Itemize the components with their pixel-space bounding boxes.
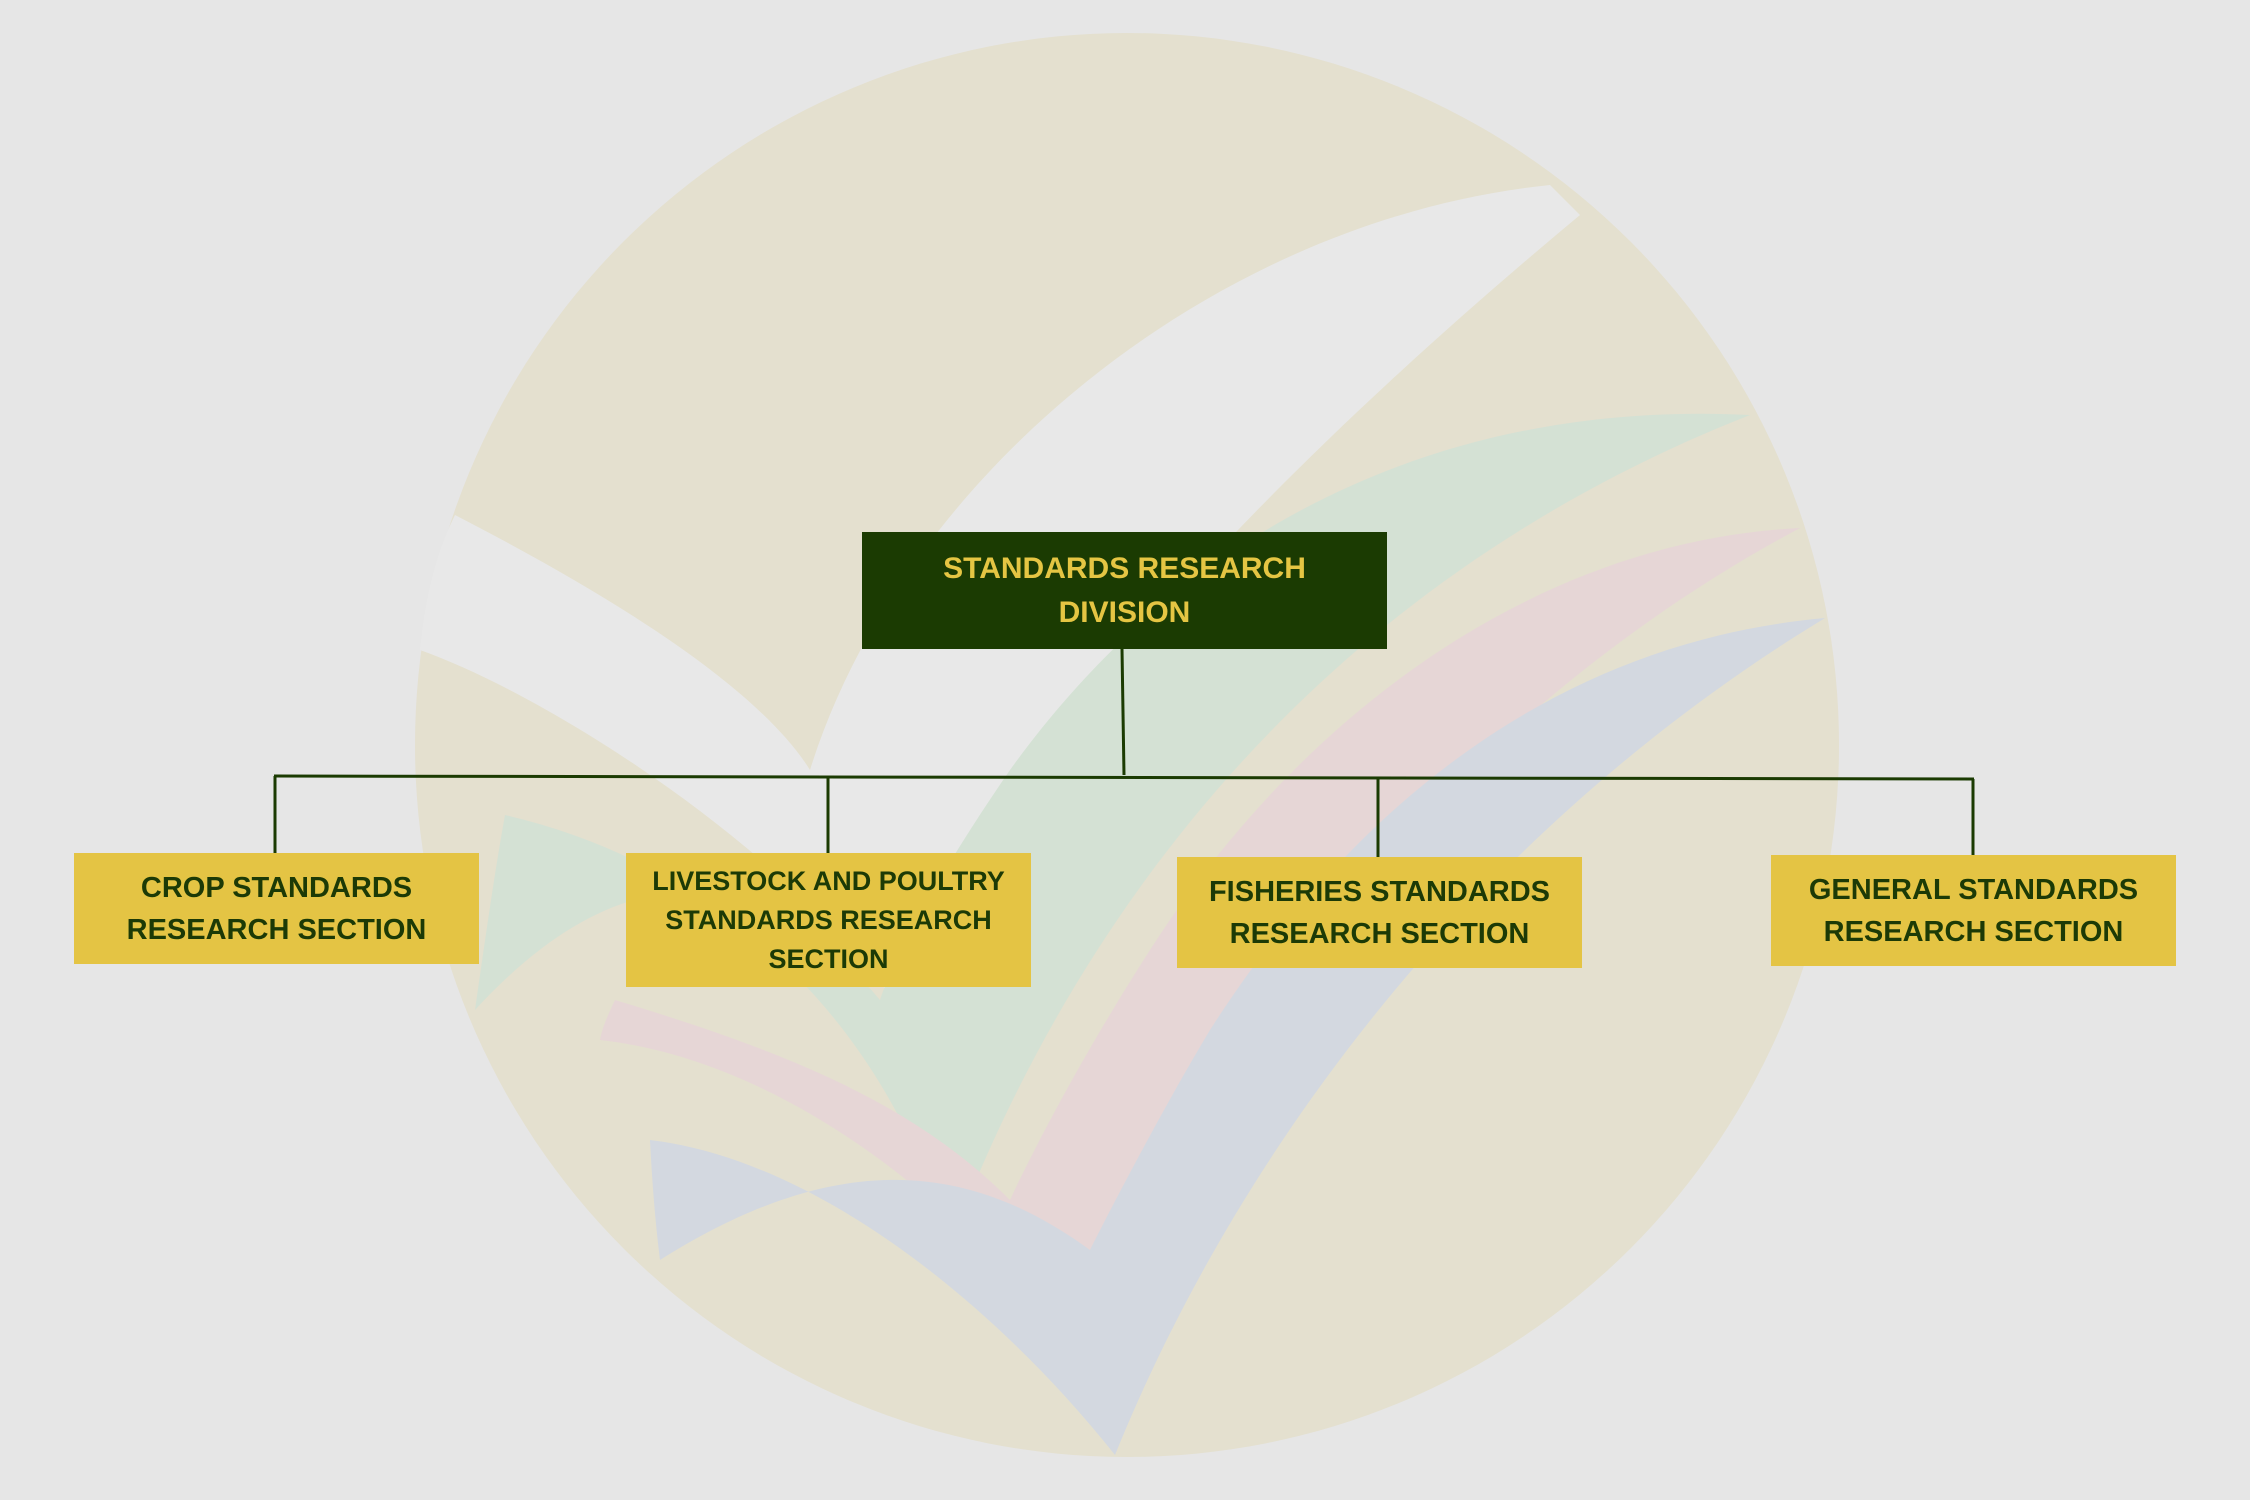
- section-box-livestock-poultry: LIVESTOCK AND POULTRY STANDARDS RESEARCH…: [626, 853, 1031, 987]
- horizontal-bus-line: [273, 774, 1975, 781]
- division-label: STANDARDS RESEARCH DIVISION: [943, 551, 1306, 629]
- section-label-livestock-poultry: LIVESTOCK AND POULTRY STANDARDS RESEARCH…: [652, 865, 1005, 974]
- emblem-green-stripe: [475, 413, 1750, 1245]
- root-stem-line: [1120, 648, 1126, 776]
- section-box-crop: CROP STANDARDS RESEARCH SECTION: [74, 853, 479, 964]
- emblem-blue-stripe: [650, 618, 1825, 1455]
- section-label-fisheries: FISHERIES STANDARDS RESEARCH SECTION: [1208, 875, 1551, 950]
- section-box-fisheries: FISHERIES STANDARDS RESEARCH SECTION: [1177, 857, 1582, 968]
- section-label-general: GENERAL STANDARDS RESEARCH SECTION: [1808, 873, 2139, 948]
- division-box: STANDARDS RESEARCH DIVISION: [862, 532, 1387, 649]
- section-label-crop: CROP STANDARDS RESEARCH SECTION: [126, 871, 427, 946]
- section-box-general: GENERAL STANDARDS RESEARCH SECTION: [1771, 855, 2176, 966]
